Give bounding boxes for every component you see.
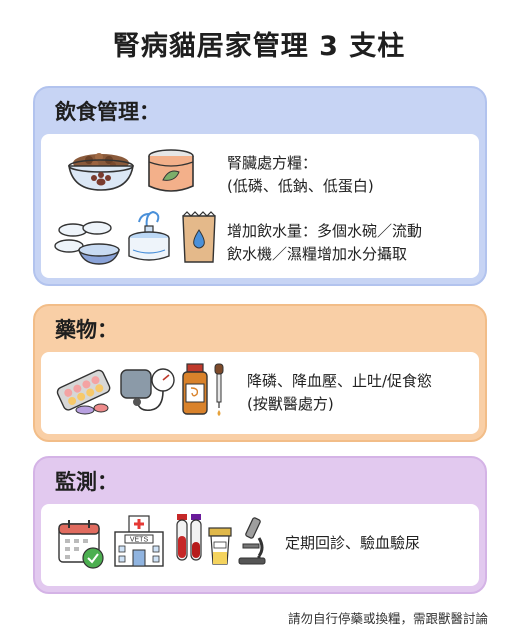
blood-pressure-monitor-icon	[120, 368, 175, 412]
monitoring-section: 監測： VETS	[33, 456, 487, 594]
pill-pack-icon	[56, 369, 111, 415]
microscope-icon	[238, 517, 266, 565]
vet-clinic-sign: VETS	[130, 537, 149, 544]
monitoring-line1: 定期回診、驗血驗尿	[285, 534, 421, 552]
diet-row1-line1: 腎臟處方糧：	[227, 154, 318, 172]
dropper-icon	[214, 363, 224, 416]
diet-heading: 飲食管理：	[55, 100, 160, 124]
urine-cup-icon	[208, 527, 232, 565]
page-title: 腎病貓居家管理 3 支柱	[112, 31, 406, 62]
medication-line1: 降磷、降血壓、止吐/促食慾	[247, 372, 433, 390]
monitoring-body: VETS 定期回診、驗血驗尿	[41, 504, 479, 586]
wet-food-pouch-icon	[182, 211, 216, 263]
kibble-bowl-icon	[68, 153, 134, 191]
canned-food-icon	[148, 149, 194, 192]
diet-section: 飲食管理： 腎臟處方糧： (低磷、低鈉、低蛋白)	[33, 86, 487, 286]
medication-heading: 藥物：	[55, 318, 118, 342]
diet-row2-line1: 增加飲水量：多個水碗／流動	[227, 222, 423, 240]
monitoring-heading: 監測：	[55, 470, 118, 494]
footer-note: 請勿自行停藥或換糧，需跟獸醫討論	[287, 611, 488, 626]
diet-row1-line2: (低磷、低鈉、低蛋白)	[227, 177, 374, 195]
medication-section: 藥物：	[33, 304, 487, 442]
diet-body: 腎臟處方糧： (低磷、低鈉、低蛋白) 增加飲水量：多個水碗／流動	[41, 134, 479, 278]
test-tubes-icon	[176, 514, 202, 561]
medication-line2: (按獸醫處方)	[247, 395, 334, 413]
medication-body: 降磷、降血壓、止吐/促食慾 (按獸醫處方)	[41, 352, 479, 434]
water-fountain-icon	[128, 210, 170, 261]
water-bowls-icon	[54, 221, 120, 265]
medicine-bottle-icon	[182, 363, 208, 415]
vet-clinic-icon: VETS	[114, 515, 164, 567]
diet-row2-line2: 飲水機／濕糧增加水分攝取	[227, 245, 408, 263]
calendar-check-icon	[58, 520, 104, 569]
